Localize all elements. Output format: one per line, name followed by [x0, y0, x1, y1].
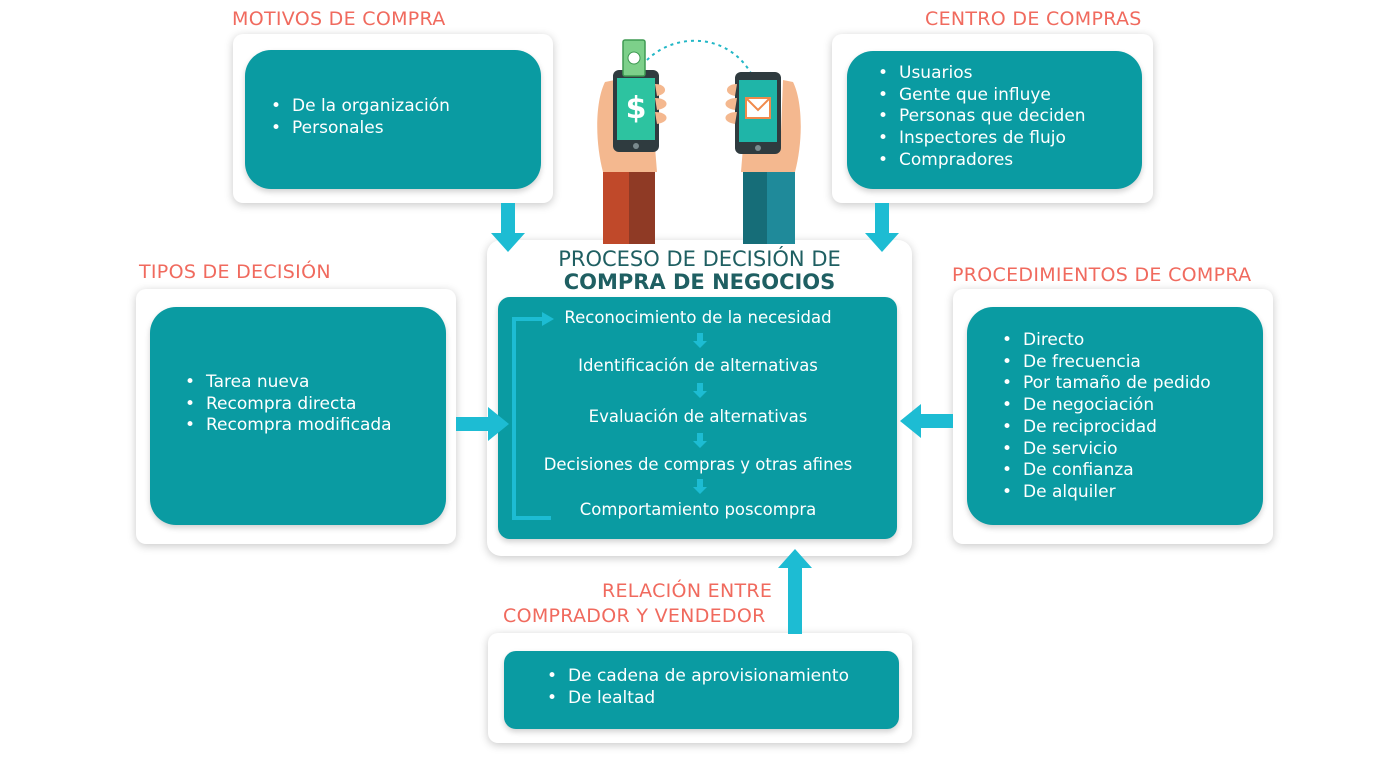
- list-item: Recompra directa: [185, 394, 446, 416]
- centro-list: Usuarios Gente que influye Personas que …: [847, 51, 1142, 172]
- centro-panel: Usuarios Gente que influye Personas que …: [847, 51, 1142, 189]
- list-item: Personas que deciden: [878, 106, 1142, 128]
- list-item: De frecuencia: [1002, 352, 1263, 374]
- list-item: Personales: [271, 118, 541, 140]
- list-item: De cadena de aprovisionamiento: [547, 666, 899, 688]
- motivos-panel: De la organización Personales: [245, 50, 541, 189]
- step-arrow-2: [693, 383, 707, 398]
- centro-heading: CENTRO DE COMPRAS: [925, 8, 1142, 30]
- step-arrow-3: [693, 433, 707, 448]
- list-item: De confianza: [1002, 460, 1263, 482]
- list-item: Gente que influye: [878, 85, 1142, 107]
- step-arrow-4: [693, 479, 707, 494]
- step-1: Reconocimiento de la necesidad: [564, 308, 832, 327]
- tipos-panel: Tarea nueva Recompra directa Recompra mo…: [150, 307, 446, 525]
- list-item: Por tamaño de pedido: [1002, 373, 1263, 395]
- feedback-loop-arrow: [512, 312, 554, 520]
- list-item: Tarea nueva: [185, 372, 446, 394]
- step-5: Comportamiento poscompra: [579, 500, 817, 519]
- step-4: Decisiones de compras y otras afines: [543, 455, 853, 474]
- list-item: Compradores: [878, 150, 1142, 172]
- svg-text:$: $: [626, 91, 647, 126]
- procedimientos-heading: PROCEDIMIENTOS DE COMPRA: [952, 264, 1252, 286]
- list-item: De la organización: [271, 96, 541, 118]
- arrow-relacion-to-proceso: [778, 549, 812, 634]
- list-item: Inspectores de flujo: [878, 128, 1142, 150]
- list-item: De alquiler: [1002, 482, 1263, 504]
- procedimientos-list: Directo De frecuencia Por tamaño de pedi…: [967, 307, 1263, 504]
- step-2: Identificación de alternativas: [578, 356, 818, 375]
- arrow-procedimientos-to-proceso: [900, 404, 953, 438]
- phones-payment-illustration: $: [597, 39, 801, 244]
- list-item: Usuarios: [878, 63, 1142, 85]
- relacion-panel: De cadena de aprovisionamiento De lealta…: [504, 651, 899, 729]
- list-item: De servicio: [1002, 439, 1263, 461]
- list-item: Recompra modificada: [185, 415, 446, 437]
- tipos-list: Tarea nueva Recompra directa Recompra mo…: [150, 307, 446, 437]
- arrow-motivos-to-proceso: [491, 203, 525, 252]
- proceso-title-line2: COMPRA DE NEGOCIOS: [563, 270, 836, 294]
- relacion-heading-line2: COMPRADOR Y VENDEDOR: [503, 605, 766, 627]
- relacion-list: De cadena de aprovisionamiento De lealta…: [504, 651, 899, 709]
- step-arrow-1: [693, 333, 707, 348]
- list-item: De negociación: [1002, 395, 1263, 417]
- list-item: De lealtad: [547, 688, 899, 710]
- step-3: Evaluación de alternativas: [588, 407, 808, 426]
- motivos-list: De la organización Personales: [245, 50, 541, 139]
- tipos-heading: TIPOS DE DECISIÓN: [139, 261, 331, 283]
- list-item: Directo: [1002, 330, 1263, 352]
- relacion-heading-line1: RELACIÓN ENTRE: [602, 580, 773, 602]
- arrow-tipos-to-proceso: [456, 407, 509, 441]
- motivos-heading: MOTIVOS DE COMPRA: [232, 8, 446, 30]
- proceso-title-line1: PROCESO DE DECISIÓN DE: [558, 247, 841, 271]
- arrow-centro-to-proceso: [865, 203, 899, 252]
- procedimientos-panel: Directo De frecuencia Por tamaño de pedi…: [967, 307, 1263, 525]
- list-item: De reciprocidad: [1002, 417, 1263, 439]
